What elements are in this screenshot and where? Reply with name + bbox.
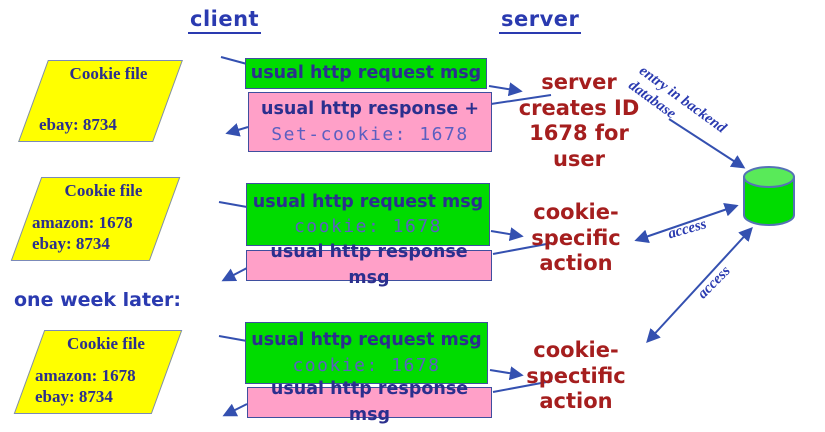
http-response-box-3: usual http response msg bbox=[247, 379, 492, 425]
note-line: 1678 for user bbox=[529, 121, 629, 171]
response-arrow-3-left bbox=[222, 403, 248, 417]
set-cookie-header: Set-cookie: 1678 bbox=[271, 123, 469, 145]
cookie-entry: amazon: 1678 bbox=[32, 212, 133, 232]
cookie-entry: ebay: 8734 bbox=[39, 114, 117, 134]
request-arrow-2-left bbox=[218, 201, 248, 208]
request-arrow-1-left bbox=[220, 56, 248, 65]
http-response-box-1: usual http response + Set-cookie: 1678 bbox=[248, 92, 492, 152]
request-text: usual http request msg bbox=[250, 62, 482, 83]
response-text: usual http response msg bbox=[270, 379, 469, 425]
database-icon bbox=[743, 166, 795, 226]
request-text: usual http request msg bbox=[252, 191, 484, 212]
request-arrow-3-left bbox=[218, 335, 248, 342]
http-response-box-2: usual http response msg bbox=[246, 242, 492, 288]
note-line: cookie- bbox=[533, 338, 619, 362]
cookie-entry: ebay: 8734 bbox=[32, 233, 110, 253]
response-arrow-1-left bbox=[225, 123, 249, 137]
response-text: usual http response + bbox=[260, 99, 479, 120]
one-week-later-label: one week later: bbox=[14, 289, 181, 311]
cookie-file-2: Cookie file amazon: 1678 ebay: 8734 bbox=[10, 177, 181, 261]
response-arrow-2-left bbox=[221, 267, 248, 282]
cookie-specific-action-note-2: cookie- spectific action bbox=[500, 338, 652, 415]
cookie-header: cookie: 1678 bbox=[293, 216, 443, 238]
cookie-specific-action-note-1: cookie- specific action bbox=[500, 200, 652, 277]
access-label-1: access bbox=[666, 216, 709, 243]
cookie-entry: amazon: 1678 bbox=[35, 365, 136, 385]
request-text: usual http request msg bbox=[251, 330, 482, 351]
note-line: action bbox=[539, 389, 613, 414]
cookie-file-title: Cookie file bbox=[64, 181, 143, 200]
response-text: usual http response msg bbox=[270, 242, 468, 288]
cookie-file-title: Cookie file bbox=[67, 334, 145, 353]
note-line: creates ID bbox=[518, 95, 640, 120]
note-line: specific bbox=[531, 225, 621, 250]
note-line: spectific bbox=[526, 363, 626, 388]
cookie-file-title: Cookie file bbox=[69, 64, 148, 83]
note-line: cookie- bbox=[533, 200, 619, 224]
access-label-2: access bbox=[694, 263, 734, 303]
http-request-box-2: usual http request msg cookie: 1678 bbox=[246, 183, 490, 246]
cookie-file-3: Cookie file amazon: 1678 ebay: 8734 bbox=[13, 330, 183, 414]
server-header: server bbox=[499, 7, 582, 34]
note-line: server bbox=[541, 70, 617, 94]
cookie-entry: ebay: 8734 bbox=[35, 386, 113, 406]
server-creates-id-note: server creates ID 1678 for user bbox=[500, 70, 658, 172]
http-request-box-3: usual http request msg cookie: 1678 bbox=[245, 322, 488, 384]
client-header: client bbox=[188, 7, 262, 34]
note-line: action bbox=[539, 251, 613, 276]
cookie-file-1: Cookie file ebay: 8734 bbox=[18, 60, 183, 142]
http-request-box-1: usual http request msg bbox=[245, 58, 487, 89]
cookie-header: cookie: 1678 bbox=[292, 354, 441, 376]
